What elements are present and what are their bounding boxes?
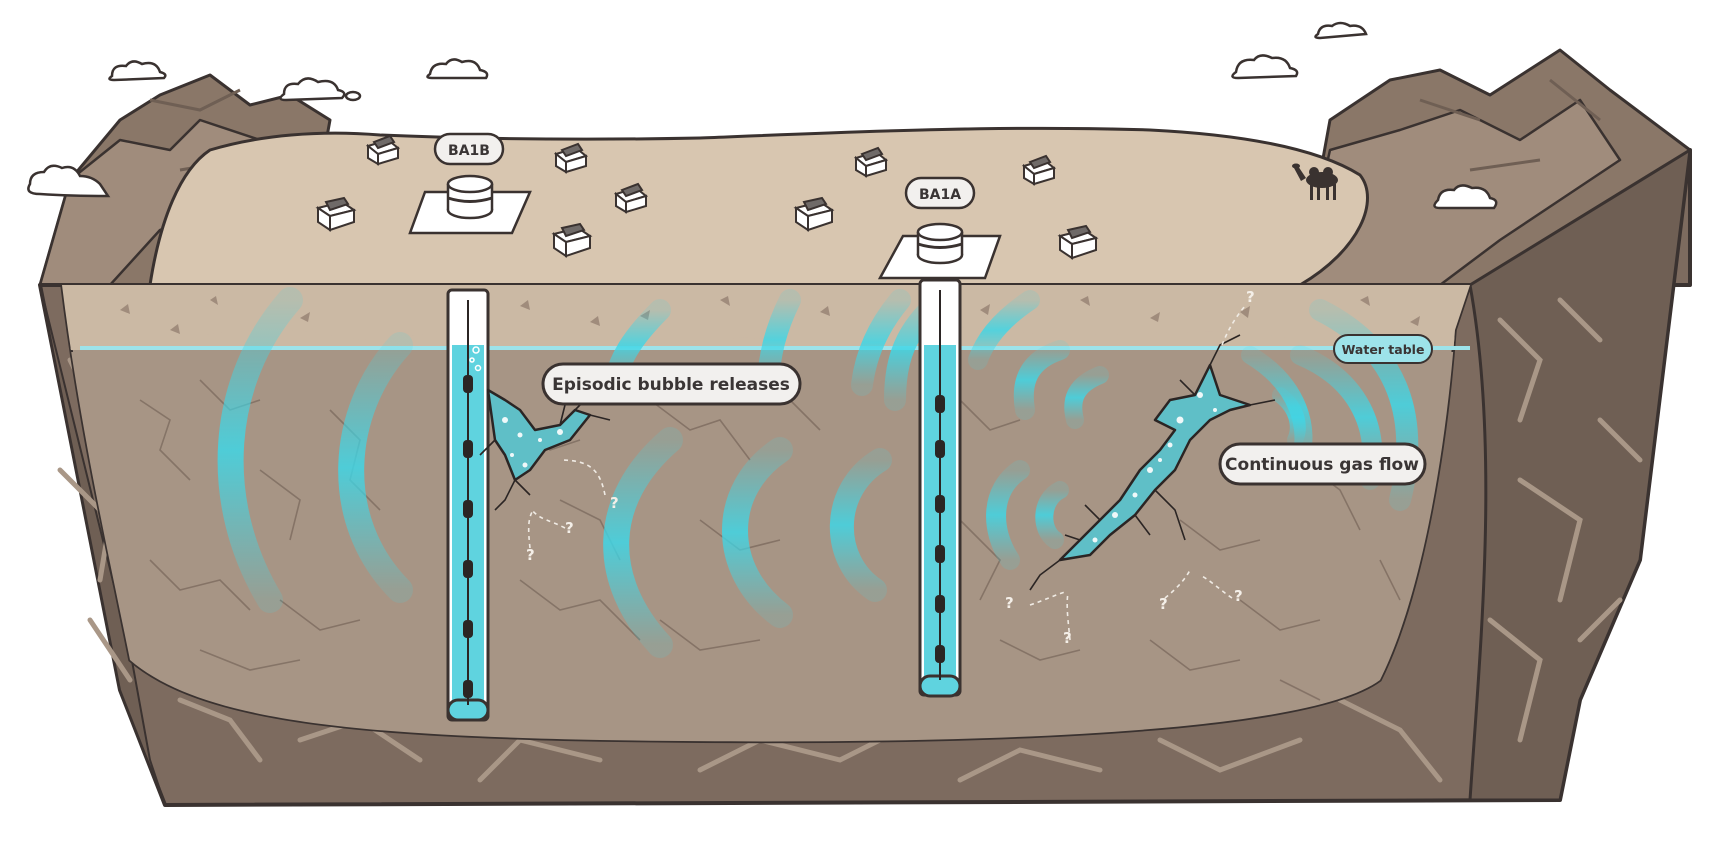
solar-panel-icon	[1057, 224, 1099, 260]
label-water-table-text: Water table	[1342, 342, 1425, 357]
gas-fracture-episodic	[479, 379, 611, 511]
label-ba1b: BA1B	[433, 132, 505, 166]
camel-icon	[1292, 163, 1338, 200]
solar-panel-icon	[315, 196, 357, 232]
wellhead-ba1b	[408, 174, 532, 235]
cloud-icon	[1314, 21, 1368, 40]
solar-panel-icon	[853, 146, 889, 178]
label-ba1a: BA1A	[904, 176, 976, 210]
label-continuous: Continuous gas flow	[1218, 442, 1427, 486]
solar-stations	[315, 134, 1099, 260]
clouds	[27, 21, 1498, 210]
label-episodic-text: Episodic bubble releases	[552, 375, 790, 395]
solar-panel-icon	[1021, 154, 1057, 186]
gas-fracture-continuous	[1029, 334, 1276, 591]
label-ba1a-text: BA1A	[919, 187, 961, 203]
question-mark-icon: ?	[610, 494, 619, 512]
question-mark-icon: ?	[1159, 595, 1168, 613]
label-episodic: Episodic bubble releases	[541, 362, 802, 406]
well-ba1b	[446, 288, 490, 722]
flow-arrows	[527, 305, 1246, 641]
cloud-icon	[279, 77, 346, 102]
solar-panel-icon	[365, 134, 401, 166]
label-continuous-text: Continuous gas flow	[1225, 455, 1419, 475]
cloud-icon	[426, 58, 489, 80]
label-ba1b-text: BA1B	[448, 143, 490, 159]
wellhead-ba1a	[877, 222, 1002, 280]
cloud-icon	[108, 60, 167, 82]
solar-panel-icon	[613, 182, 649, 214]
question-mark-icon: ?	[526, 546, 535, 564]
cloud-icon	[1433, 184, 1498, 210]
question-mark-icon: ?	[1246, 288, 1255, 306]
cloud-icon	[27, 164, 111, 198]
question-marks: ? ? ? ? ? ? ? ?	[526, 288, 1255, 647]
question-mark-icon: ?	[1005, 594, 1014, 612]
solar-panel-icon	[553, 142, 589, 174]
label-water-table: Water table	[1333, 334, 1433, 364]
cloud-icon	[1231, 54, 1299, 80]
well-ba1a	[918, 278, 962, 698]
question-mark-icon: ?	[1234, 587, 1243, 605]
solar-panel-icon	[793, 196, 835, 232]
solar-panel-icon	[551, 222, 593, 258]
question-mark-icon: ?	[1063, 629, 1072, 647]
question-mark-icon: ?	[565, 519, 574, 537]
